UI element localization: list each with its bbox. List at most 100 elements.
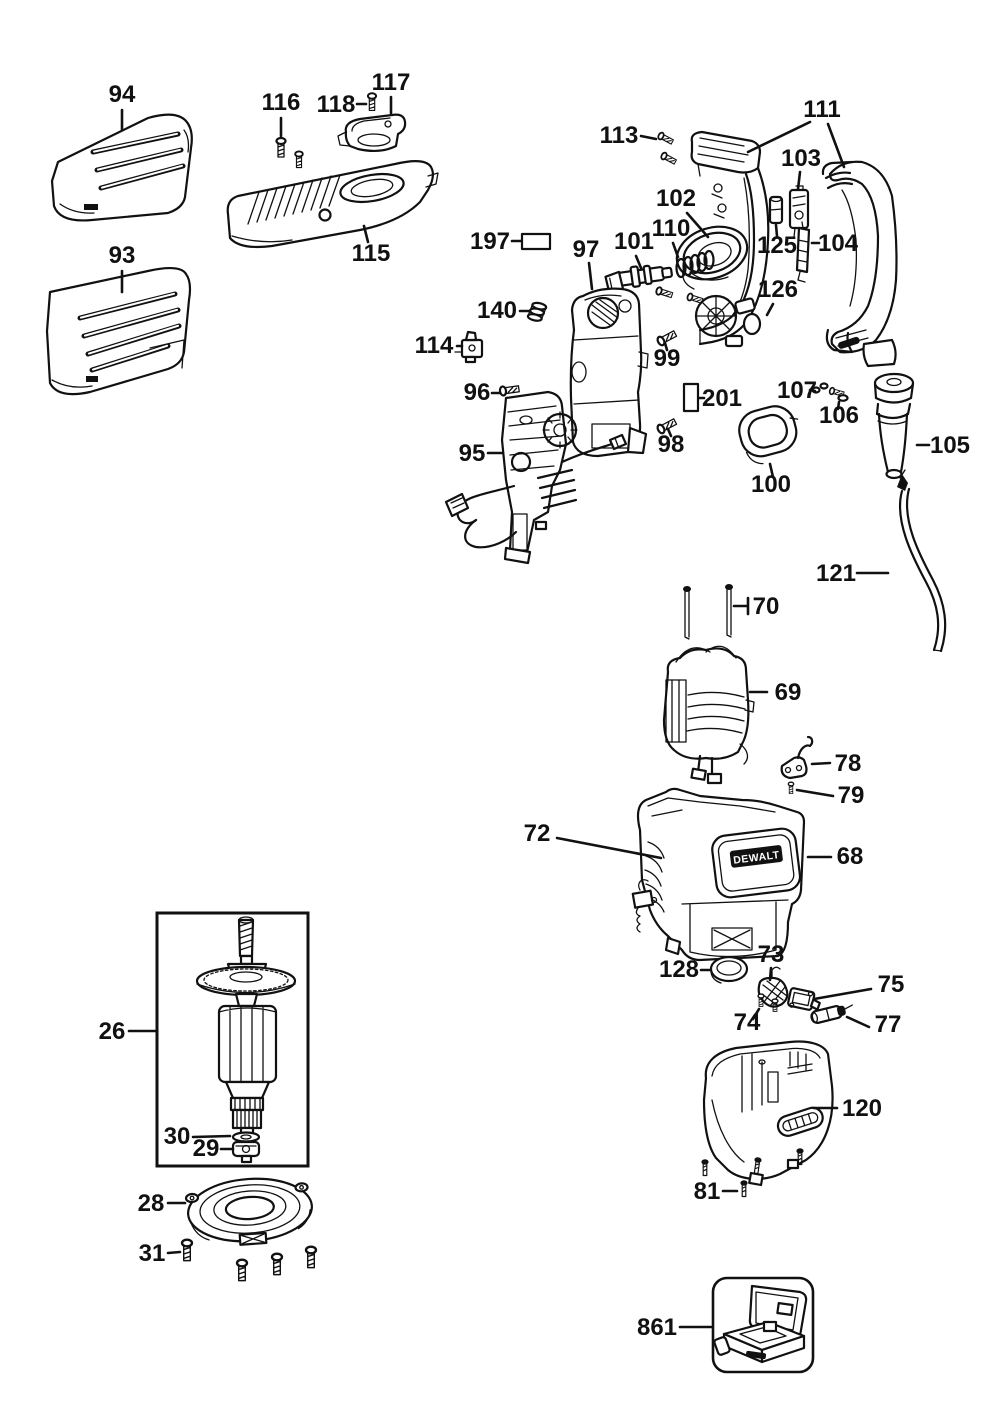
leader-106 xyxy=(836,400,841,411)
part-label-128: 128 xyxy=(659,956,699,983)
part-label-75: 75 xyxy=(878,971,905,998)
part-79-screw xyxy=(787,781,795,795)
part-29-bearing xyxy=(231,1140,261,1164)
leader-101 xyxy=(634,254,643,270)
part-861-kitbox xyxy=(711,1276,815,1374)
part-label-73: 73 xyxy=(758,941,785,968)
part-95-assembly xyxy=(444,390,628,565)
part-69-field xyxy=(662,645,755,785)
part-128-ring xyxy=(709,955,749,984)
part-label-79: 79 xyxy=(838,782,865,809)
part-70-screws xyxy=(682,583,734,640)
part-120-bottom-cover xyxy=(702,1040,834,1187)
part-31-screws xyxy=(180,1238,318,1282)
part-99-screw xyxy=(655,328,679,348)
part-label-31: 31 xyxy=(139,1240,166,1267)
part-label-140: 140 xyxy=(477,297,517,324)
leader-73 xyxy=(768,966,773,982)
part-label-126: 126 xyxy=(758,276,798,303)
part-label-117: 117 xyxy=(372,69,411,96)
part-label-77: 77 xyxy=(875,1011,902,1038)
leader-74 xyxy=(751,1007,761,1021)
part-label-120: 120 xyxy=(842,1095,882,1122)
part-140-terminal xyxy=(526,301,548,322)
leader-lines xyxy=(120,95,931,1329)
leader-100 xyxy=(768,462,775,479)
part-label-110: 110 xyxy=(652,215,691,242)
part-label-30: 30 xyxy=(164,1123,191,1150)
part-label-197: 197 xyxy=(470,228,510,255)
leader-125 xyxy=(774,223,779,238)
part-78-bracket xyxy=(780,735,814,780)
part-label-29: 29 xyxy=(193,1135,220,1162)
part-106-fastener xyxy=(837,394,849,402)
part-labels: 94 116 117 118 115 93 113 111 103 102 11… xyxy=(99,69,970,1341)
part-label-95: 95 xyxy=(459,440,486,467)
part-label-113: 113 xyxy=(600,122,639,149)
leader-77 xyxy=(845,1015,871,1029)
leader-31 xyxy=(166,1250,182,1255)
part-label-98: 98 xyxy=(658,431,685,458)
part-100-ring xyxy=(738,405,799,465)
part-label-861: 861 xyxy=(637,1314,677,1341)
part-label-99: 99 xyxy=(654,345,681,372)
part-label-115: 115 xyxy=(352,240,391,267)
leader-110 xyxy=(671,241,680,259)
part-label-121: 121 xyxy=(816,560,856,587)
part-30-washer xyxy=(231,1131,261,1143)
leader-111b xyxy=(826,122,846,169)
leader-97 xyxy=(587,261,594,291)
leader-72 xyxy=(555,836,663,860)
leader-78 xyxy=(810,761,832,766)
part-label-125: 125 xyxy=(757,232,797,259)
part-label-70: 70 xyxy=(753,593,780,620)
part-label-94: 94 xyxy=(109,81,136,108)
part-label-68: 68 xyxy=(837,843,864,870)
part-label-96: 96 xyxy=(464,379,491,406)
part-114-component xyxy=(454,330,484,364)
part-label-104: 104 xyxy=(818,230,859,257)
dewalt-logo-text: DEWALT xyxy=(733,849,781,867)
leader-103 xyxy=(796,170,802,191)
part-label-81: 81 xyxy=(694,1178,721,1205)
part-113-screws xyxy=(656,130,678,167)
part-116-screws xyxy=(275,136,304,169)
part-label-26: 26 xyxy=(99,1018,126,1045)
leader-115 xyxy=(362,224,370,244)
leader-113 xyxy=(639,134,658,141)
part-label-111: 111 xyxy=(803,96,840,123)
part-111-handle-inner xyxy=(690,130,770,348)
part-label-201: 201 xyxy=(702,385,742,412)
part-105-cord-protector xyxy=(873,372,915,480)
leader-75 xyxy=(812,987,873,1001)
part-label-100: 100 xyxy=(751,471,791,498)
dewalt-logo-band xyxy=(729,845,783,868)
leader-126 xyxy=(765,302,775,317)
part-103-switch xyxy=(788,185,810,238)
part-75-brush-holder xyxy=(787,987,821,1011)
part-label-103: 103 xyxy=(781,145,821,172)
part-110-spring xyxy=(675,249,715,279)
part-94-side-cover xyxy=(50,113,193,222)
leader-79 xyxy=(795,788,835,798)
leader-30 xyxy=(191,1134,232,1139)
part-label-118: 118 xyxy=(317,91,356,118)
part-label-105: 105 xyxy=(930,432,970,459)
leader-98 xyxy=(666,427,673,438)
part-117-cap xyxy=(337,113,407,153)
part-77-ferrule xyxy=(810,1004,853,1025)
part-label-28: 28 xyxy=(138,1190,165,1217)
part-115-top-cover xyxy=(226,160,439,249)
part-label-69: 69 xyxy=(775,679,802,706)
part-125-cylinder xyxy=(768,195,784,225)
part-28-baffle xyxy=(184,1177,313,1246)
part-label-72: 72 xyxy=(524,820,551,847)
part-label-107: 107 xyxy=(777,377,817,404)
part-label-93: 93 xyxy=(109,242,136,269)
part-121-cord xyxy=(897,469,947,653)
part-label-101: 101 xyxy=(614,228,654,255)
leader-107 xyxy=(808,388,817,393)
part-26-armature xyxy=(155,911,310,1168)
